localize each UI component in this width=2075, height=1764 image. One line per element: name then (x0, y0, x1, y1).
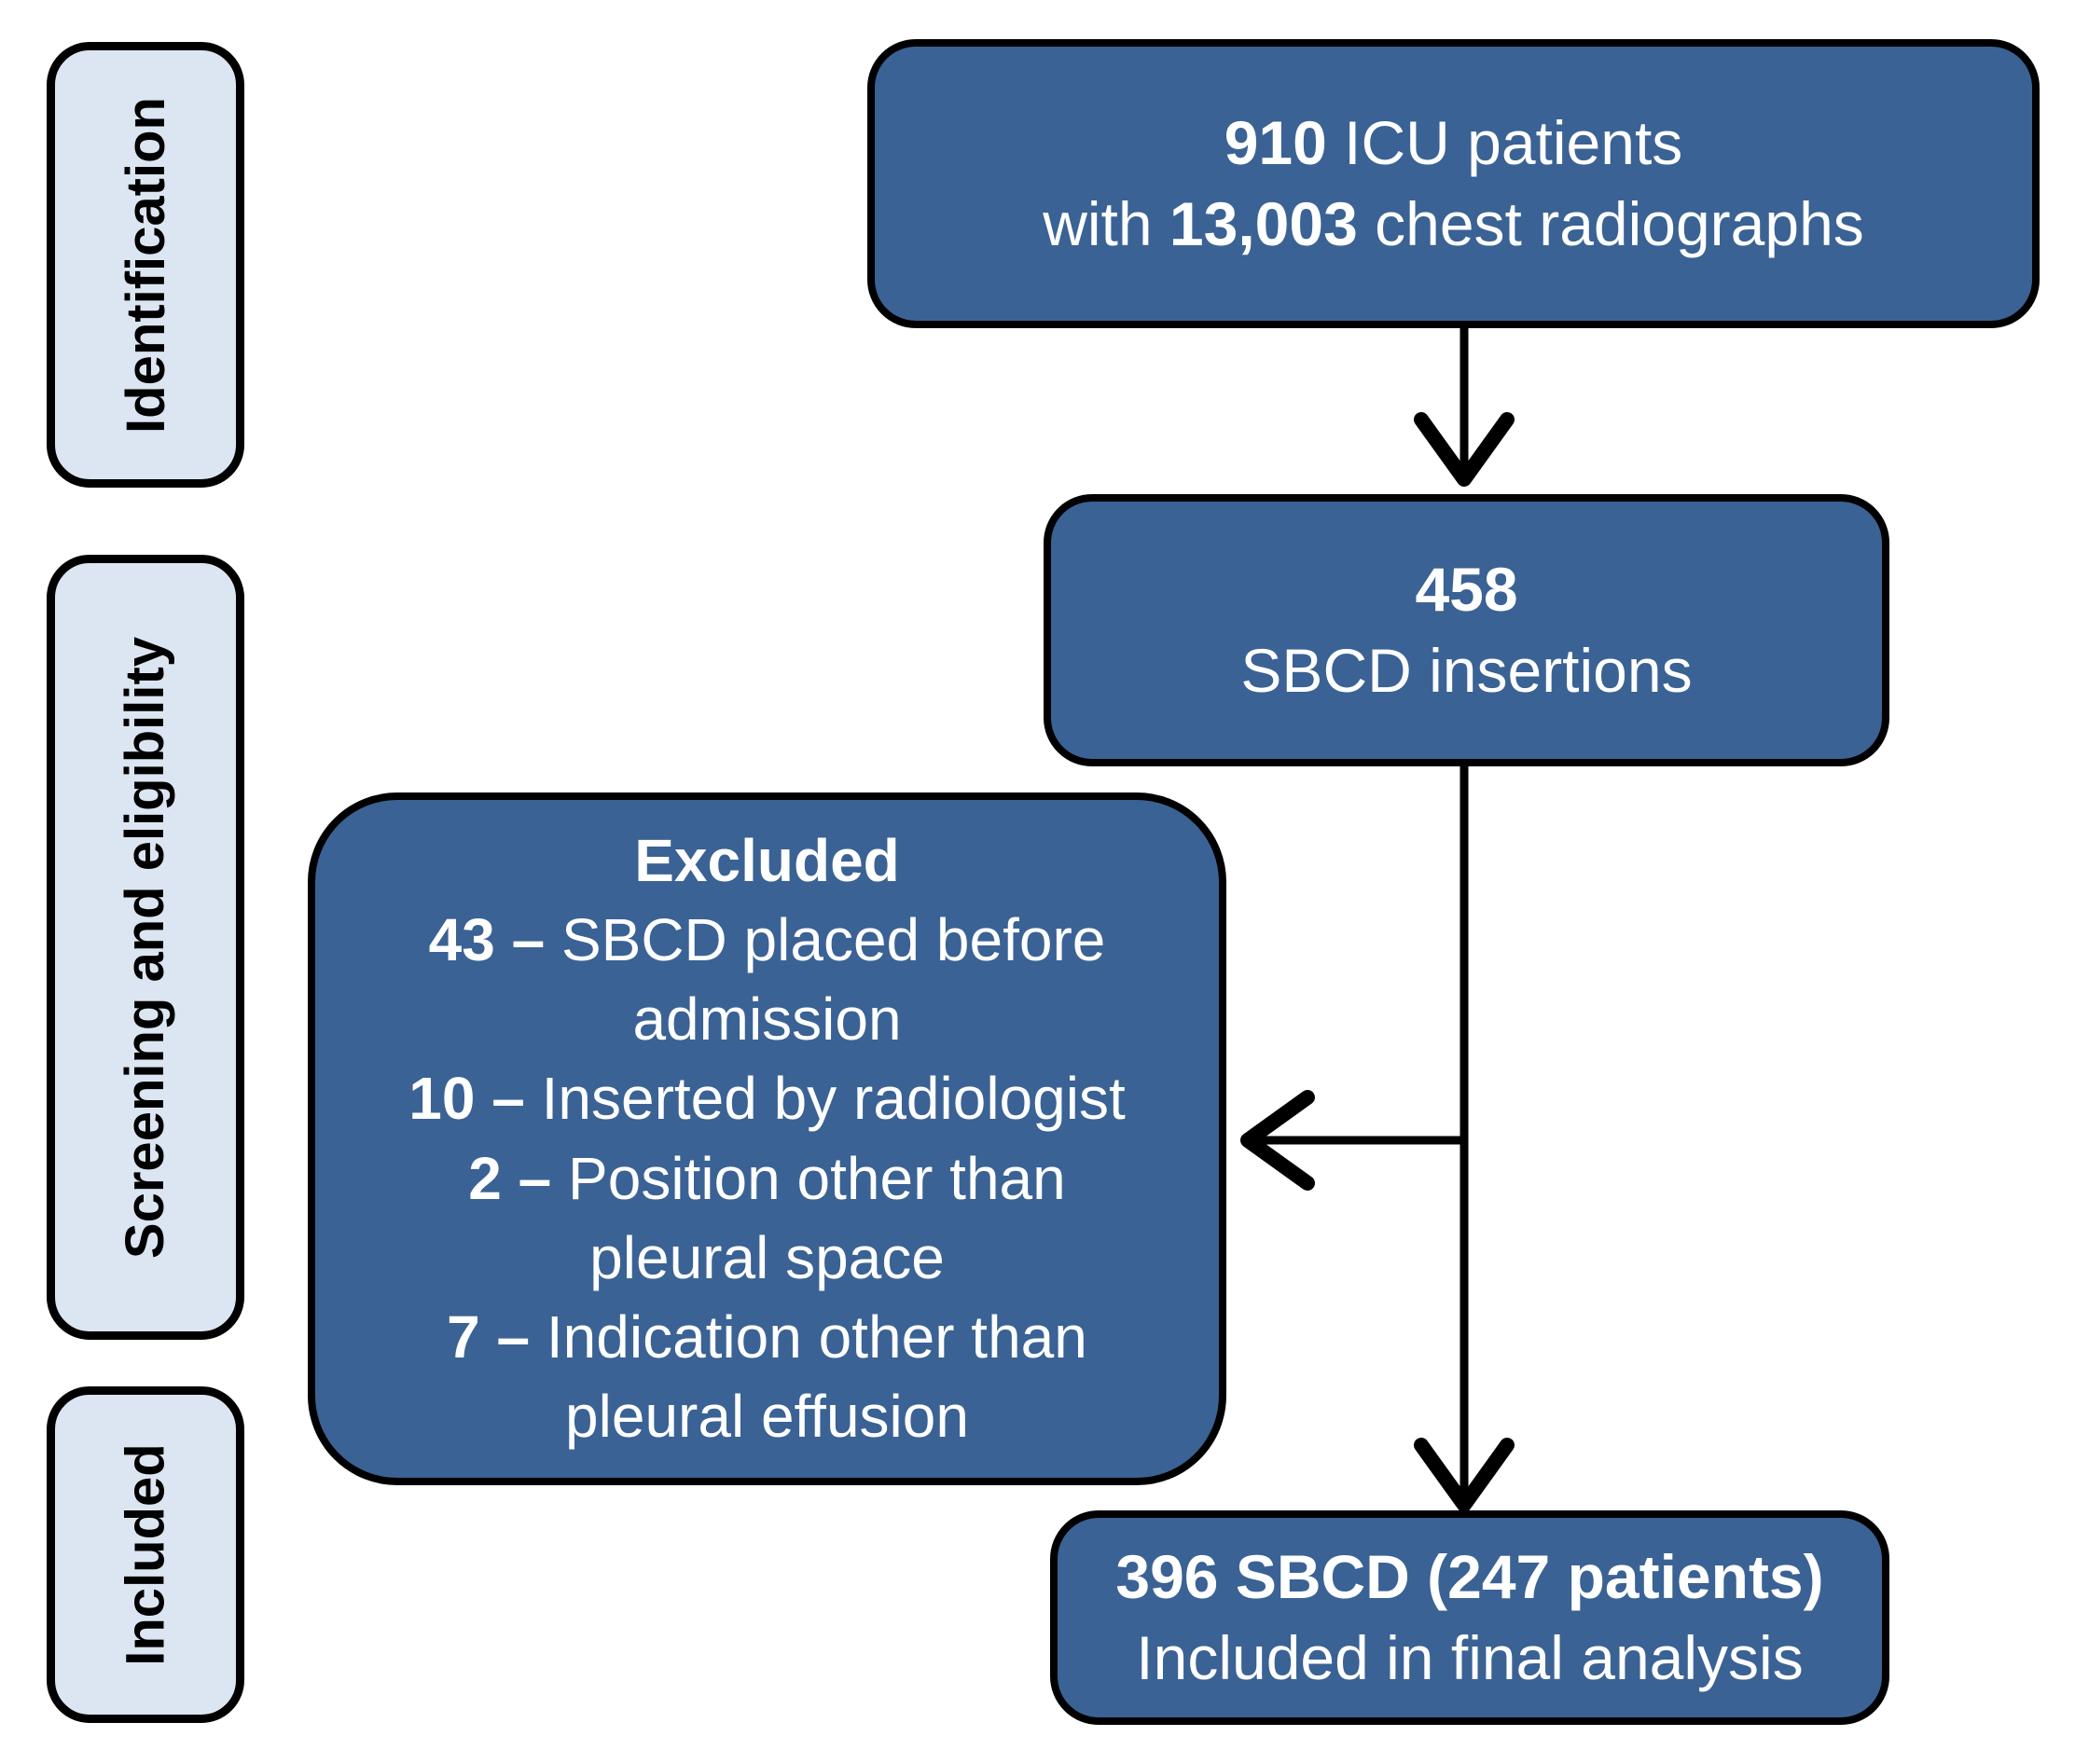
excluded-count-position: 2 – (468, 1144, 552, 1212)
icu-patients-line1: 910 ICU patients (1224, 103, 1683, 184)
radiographs-count: 13,003 (1169, 189, 1358, 258)
insertions-count-line: 458 (1415, 549, 1517, 630)
box-excluded: Excluded 43 – SBCD placed before admissi… (308, 792, 1226, 1485)
icu-patients-text: ICU patients (1326, 107, 1683, 177)
final-analysis-count: 396 SBCD (247 patients) (1115, 1541, 1824, 1611)
arrow-left-to-excluded-icon (1240, 1090, 1464, 1191)
excluded-title-text: Excluded (634, 827, 900, 895)
excluded-item-indication: 7 – Indication other than pleural effusi… (447, 1298, 1087, 1456)
box-final-analysis: 396 SBCD (247 patients) Included in fina… (1050, 1510, 1889, 1725)
excluded-text-position: Position other than pleural space (568, 1144, 1066, 1291)
box-sbcd-insertions: 458 SBCD insertions (1044, 494, 1889, 766)
stage-label-included: Included (115, 1443, 176, 1666)
radiographs-pre: with (1043, 189, 1169, 258)
excluded-item-before-admission: 43 – SBCD placed before admission (429, 901, 1106, 1059)
excluded-text-before-admission: SBCD placed before admission (560, 906, 1106, 1054)
final-analysis-line1: 396 SBCD (247 patients) (1115, 1537, 1823, 1618)
excluded-item-position: 2 – Position other than pleural space (468, 1139, 1065, 1298)
line-down-insertions-to-final-icon (1414, 766, 1515, 1512)
arrow-down-identified-to-insertions-icon (1414, 328, 1515, 487)
final-analysis-line2: Included in final analysis (1136, 1623, 1804, 1692)
excluded-text-radiologist: Inserted by radiologist (524, 1065, 1126, 1133)
box-icu-patients: 910 ICU patients with 13,003 chest radio… (867, 39, 2040, 328)
icu-patients-count: 910 (1224, 107, 1327, 177)
insertions-label-line: SBCD insertions (1240, 636, 1693, 705)
stage-label-screening-eligibility: Screening and eligibility (115, 636, 176, 1259)
icu-patients-line2: with 13,003 chest radiographs (1043, 184, 1864, 265)
stage-box-identification: Identification (47, 42, 244, 488)
radiographs-text: chest radiographs (1357, 189, 1864, 258)
stage-box-screening-eligibility: Screening and eligibility (47, 555, 244, 1340)
excluded-count-radiologist: 10 – (408, 1065, 525, 1133)
excluded-text-indication: Indication other than pleural effusion (546, 1302, 1087, 1450)
stage-label-identification: Identification (115, 96, 176, 434)
insertions-count: 458 (1415, 554, 1518, 624)
excluded-item-radiologist: 10 – Inserted by radiologist (408, 1059, 1125, 1138)
excluded-count-before-admission: 43 – (428, 906, 546, 974)
stage-box-included: Included (47, 1386, 244, 1723)
excluded-count-indication: 7 – (447, 1302, 531, 1371)
excluded-title: Excluded (634, 821, 900, 901)
